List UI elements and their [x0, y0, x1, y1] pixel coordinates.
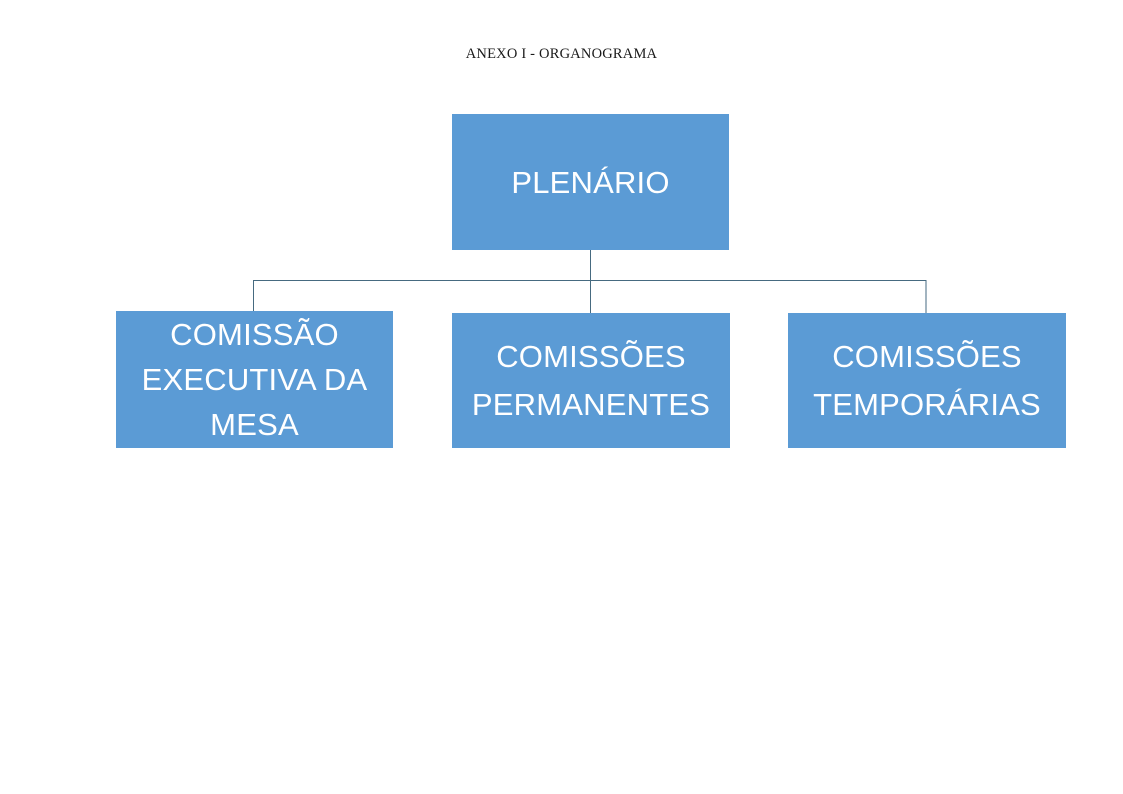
org-node-comissao-executiva-da-mesa[interactable]: COMISSÃO EXECUTIVA DA MESA: [116, 311, 393, 448]
org-node-comissoes-permanentes[interactable]: COMISSÕES PERMANENTES: [452, 313, 730, 448]
page-title: ANEXO I - ORGANOGRAMA: [465, 46, 658, 62]
org-node-plenario[interactable]: PLENÁRIO: [452, 114, 729, 250]
org-node-comissoes-temporarias[interactable]: COMISSÕES TEMPORÁRIAS: [788, 313, 1066, 448]
